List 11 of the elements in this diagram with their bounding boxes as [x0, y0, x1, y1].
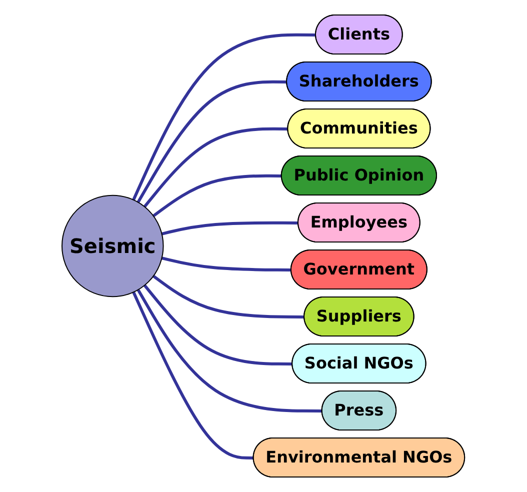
connector	[152, 274, 305, 318]
connector	[144, 127, 288, 208]
connector	[162, 256, 292, 272]
connector	[137, 80, 288, 203]
node-circle: Seismic	[62, 194, 164, 298]
connector	[132, 33, 316, 200]
connector	[132, 292, 254, 460]
connector	[162, 221, 299, 236]
connector	[144, 284, 293, 366]
connector	[137, 289, 323, 412]
connector	[152, 174, 282, 218]
